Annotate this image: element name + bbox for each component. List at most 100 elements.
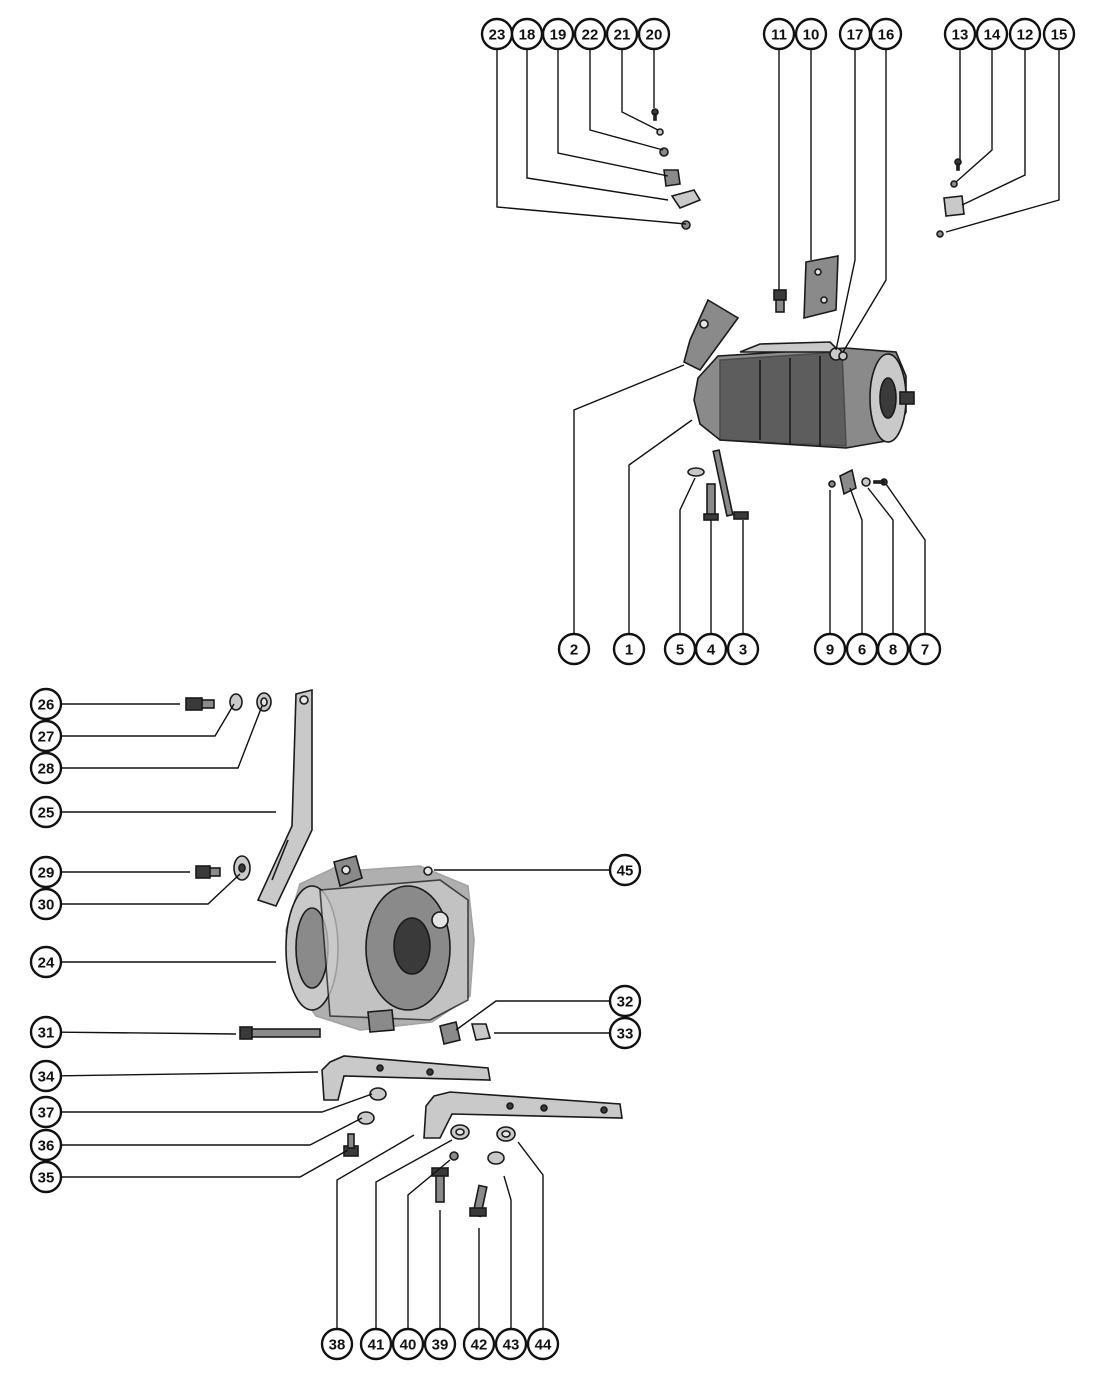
leader-c23 — [496, 49, 687, 225]
callout-number: 26 — [38, 697, 55, 714]
callout-c16: 16 — [869, 17, 903, 51]
callout-circle — [29, 1059, 63, 1093]
callout-number: 10 — [803, 27, 820, 44]
callout-c11: 11 — [762, 17, 796, 51]
pivot-hardware — [195, 855, 251, 881]
mounting-bracket-upper — [321, 1055, 491, 1101]
callout-circle — [605, 17, 639, 51]
callout-number: 34 — [38, 1069, 55, 1086]
callout-c34: 34 — [29, 1059, 63, 1093]
callout-circle — [908, 632, 942, 666]
callout-number: 11 — [771, 27, 787, 44]
leader-c38 — [336, 1134, 415, 1329]
callout-c21: 21 — [605, 17, 639, 51]
leader-c34 — [60, 1071, 319, 1077]
adjusting-arm — [256, 688, 313, 907]
callout-c40: 40 — [391, 1327, 425, 1361]
callout-c27: 27 — [29, 719, 63, 753]
callout-number: 29 — [38, 865, 55, 882]
leader-c1 — [628, 419, 693, 634]
callout-circle — [423, 1327, 457, 1361]
starter-bolts — [687, 449, 749, 521]
callout-number: 8 — [889, 642, 897, 659]
leader-c5 — [679, 477, 696, 634]
callout-c28: 28 — [29, 751, 63, 785]
callout-number: 28 — [38, 761, 55, 778]
leader-c19 — [557, 49, 669, 177]
leader-c14 — [955, 49, 993, 183]
callout-c38: 38 — [320, 1327, 354, 1361]
callout-number: 9 — [826, 642, 834, 659]
callout-circle — [359, 1327, 393, 1361]
leader-c31 — [60, 1031, 237, 1035]
callout-number: 2 — [570, 642, 578, 659]
callout-number: 45 — [617, 863, 634, 880]
leader-c28 — [61, 705, 263, 769]
callout-c1: 1 — [612, 632, 646, 666]
callout-c31: 31 — [29, 1015, 63, 1049]
leader-c32 — [455, 1000, 610, 1031]
callout-c24: 24 — [29, 945, 63, 979]
callout-c33: 33 — [608, 1016, 642, 1050]
callout-number: 12 — [1017, 27, 1034, 44]
callout-circle — [813, 632, 847, 666]
mounting-bracket-lower — [423, 1091, 623, 1139]
callout-circle — [29, 795, 63, 829]
callout-circle — [320, 1327, 354, 1361]
leader-c30 — [61, 873, 241, 905]
callout-number: 33 — [617, 1026, 634, 1043]
callout-c41: 41 — [359, 1327, 393, 1361]
callout-number: 5 — [676, 642, 684, 659]
callout-c26: 26 — [29, 687, 63, 721]
callout-circle — [29, 1128, 63, 1162]
callout-c45: 45 — [608, 853, 642, 887]
leader-c36 — [61, 1117, 363, 1146]
leader-c35 — [61, 1149, 349, 1178]
starter-lower-hardware — [828, 468, 888, 496]
starter-screw — [773, 289, 787, 313]
callout-number: 30 — [38, 897, 55, 914]
callout-c19: 19 — [541, 17, 575, 51]
callout-c7: 7 — [908, 632, 942, 666]
callout-circle — [869, 17, 903, 51]
leader-c22 — [589, 49, 664, 151]
callout-c29: 29 — [29, 855, 63, 889]
leader-c18 — [526, 49, 669, 201]
callout-number: 16 — [878, 27, 895, 44]
callout-c18: 18 — [510, 17, 544, 51]
callout-c44: 44 — [526, 1327, 560, 1361]
callout-circle — [943, 17, 977, 51]
callout-circle — [494, 1327, 528, 1361]
leader-c12 — [961, 49, 1026, 206]
callout-number: 6 — [858, 642, 866, 659]
callout-circle — [1008, 17, 1042, 51]
callout-circle — [762, 17, 796, 51]
callout-c4: 4 — [694, 632, 728, 666]
callout-circle — [29, 855, 63, 889]
callout-number: 20 — [646, 27, 663, 44]
callout-number: 25 — [38, 805, 55, 822]
callout-number: 1 — [625, 642, 633, 659]
callout-c30: 30 — [29, 887, 63, 921]
callout-number: 31 — [38, 1025, 55, 1042]
callout-number: 39 — [432, 1337, 449, 1354]
callout-number: 21 — [614, 27, 631, 44]
callout-circle — [29, 945, 63, 979]
callout-circle — [541, 17, 575, 51]
callout-c12: 12 — [1008, 17, 1042, 51]
callout-circle — [391, 1327, 425, 1361]
starter-plate — [803, 255, 839, 320]
callout-c32: 32 — [608, 984, 642, 1018]
alternator-small-parts — [239, 866, 492, 1045]
callout-number: 36 — [38, 1138, 55, 1155]
callout-number: 14 — [984, 27, 1001, 44]
callout-number: 44 — [535, 1337, 552, 1354]
leader-c21 — [621, 49, 659, 131]
callout-circle — [612, 632, 646, 666]
callout-circle — [876, 632, 910, 666]
callout-c43: 43 — [494, 1327, 528, 1361]
callout-c13: 13 — [943, 17, 977, 51]
starter-motor — [693, 341, 915, 449]
callout-circle — [557, 632, 591, 666]
